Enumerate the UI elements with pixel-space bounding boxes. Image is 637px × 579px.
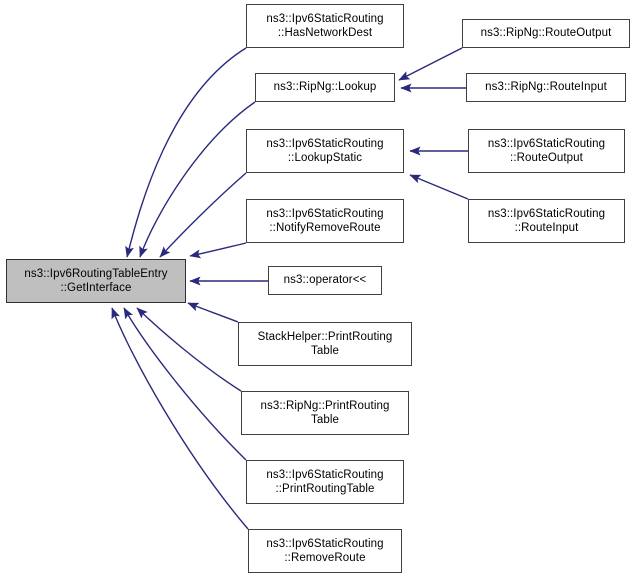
graph-node-has_network_dest[interactable]: ns3::Ipv6StaticRouting ::HasNetworkDest	[246, 4, 404, 48]
graph-node-static_print[interactable]: ns3::Ipv6StaticRouting ::PrintRoutingTab…	[246, 460, 404, 504]
graph-edge	[398, 47, 463, 81]
graph-edge	[187, 302, 239, 323]
graph-node-stackhelper_print[interactable]: StackHelper::PrintRouting Table	[238, 322, 412, 366]
graph-node-lookup_static[interactable]: ns3::Ipv6StaticRouting ::LookupStatic	[246, 129, 404, 173]
graph-node-label: ns3::Ipv6RoutingTableEntry ::GetInterfac…	[24, 267, 168, 295]
graph-node-label: StackHelper::PrintRouting Table	[257, 330, 393, 358]
graph-edge	[123, 307, 247, 461]
graph-node-label: ns3::RipNg::Lookup	[273, 81, 377, 94]
graph-edge	[409, 174, 469, 200]
graph-node-ripng_print[interactable]: ns3::RipNg::PrintRouting Table	[241, 391, 409, 435]
graph-node-label: ns3::Ipv6StaticRouting ::RouteInput	[487, 207, 606, 235]
graph-node-ripng_route_input[interactable]: ns3::RipNg::RouteInput	[466, 73, 626, 102]
graph-node-label: ns3::RipNg::PrintRouting Table	[260, 399, 390, 427]
edge-layer	[111, 47, 469, 530]
graph-edge	[111, 307, 249, 530]
graph-edge	[125, 47, 247, 258]
graph-node-root[interactable]: ns3::Ipv6RoutingTableEntry ::GetInterfac…	[6, 259, 186, 303]
graph-node-static_route_input[interactable]: ns3::Ipv6StaticRouting ::RouteInput	[468, 199, 625, 243]
graph-edge	[139, 101, 256, 258]
graph-node-label: ns3::Ipv6StaticRouting ::NotifyRemoveRou…	[266, 207, 384, 235]
graph-node-label: ns3::Ipv6StaticRouting ::RouteOutput	[487, 137, 606, 165]
graph-edge	[136, 307, 242, 392]
graph-node-label: ns3::Ipv6StaticRouting ::LookupStatic	[266, 137, 384, 165]
graph-node-ripng_lookup[interactable]: ns3::RipNg::Lookup	[255, 73, 395, 102]
graph-node-ripng_route_output[interactable]: ns3::RipNg::RouteOutput	[462, 19, 630, 48]
graph-node-label: ns3::Ipv6StaticRouting ::HasNetworkDest	[266, 12, 384, 40]
graph-node-label: ns3::RipNg::RouteOutput	[480, 27, 612, 40]
graph-node-static_route_output[interactable]: ns3::Ipv6StaticRouting ::RouteOutput	[468, 129, 625, 173]
graph-node-label: ns3::Ipv6StaticRouting ::PrintRoutingTab…	[266, 468, 384, 496]
graph-edge	[159, 172, 247, 258]
graph-node-label: ns3::Ipv6StaticRouting ::RemoveRoute	[266, 537, 384, 565]
graph-node-label: ns3::operator<<	[283, 274, 367, 287]
graph-node-operator_out[interactable]: ns3::operator<<	[268, 266, 382, 295]
graph-edge	[189, 242, 247, 259]
graph-node-notify_remove_route[interactable]: ns3::Ipv6StaticRouting ::NotifyRemoveRou…	[246, 199, 404, 243]
graph-node-label: ns3::RipNg::RouteInput	[485, 81, 607, 94]
graph-node-remove_route[interactable]: ns3::Ipv6StaticRouting ::RemoveRoute	[248, 529, 402, 573]
